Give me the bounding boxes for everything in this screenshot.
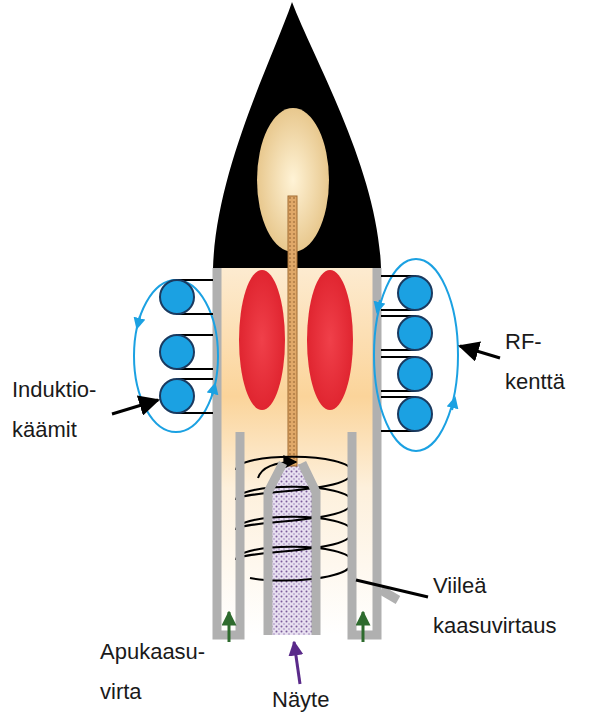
plasma-zone <box>307 270 353 410</box>
leader-line <box>112 400 158 414</box>
induction-coil <box>160 276 432 431</box>
leader-line <box>356 580 428 597</box>
rf-field-lines <box>134 259 458 451</box>
coil-leads <box>177 276 415 431</box>
sample-arrow <box>294 642 300 684</box>
aux-gas-arrow <box>362 612 365 642</box>
quartz-tubes <box>217 268 398 635</box>
plasma-zone <box>239 270 285 410</box>
part-label: Näyte <box>272 680 372 720</box>
part-label: Viileä kaasuvirtaus <box>433 566 593 645</box>
gas-swirl <box>236 457 352 581</box>
leader-line <box>460 346 500 358</box>
part-label: RF- kenttä <box>505 322 593 401</box>
aux-gas-arrow <box>228 612 231 642</box>
part-label: Apukaasu- virta <box>100 632 218 711</box>
sample-channel <box>288 196 297 466</box>
part-label: Induktio- käämit <box>12 370 124 449</box>
